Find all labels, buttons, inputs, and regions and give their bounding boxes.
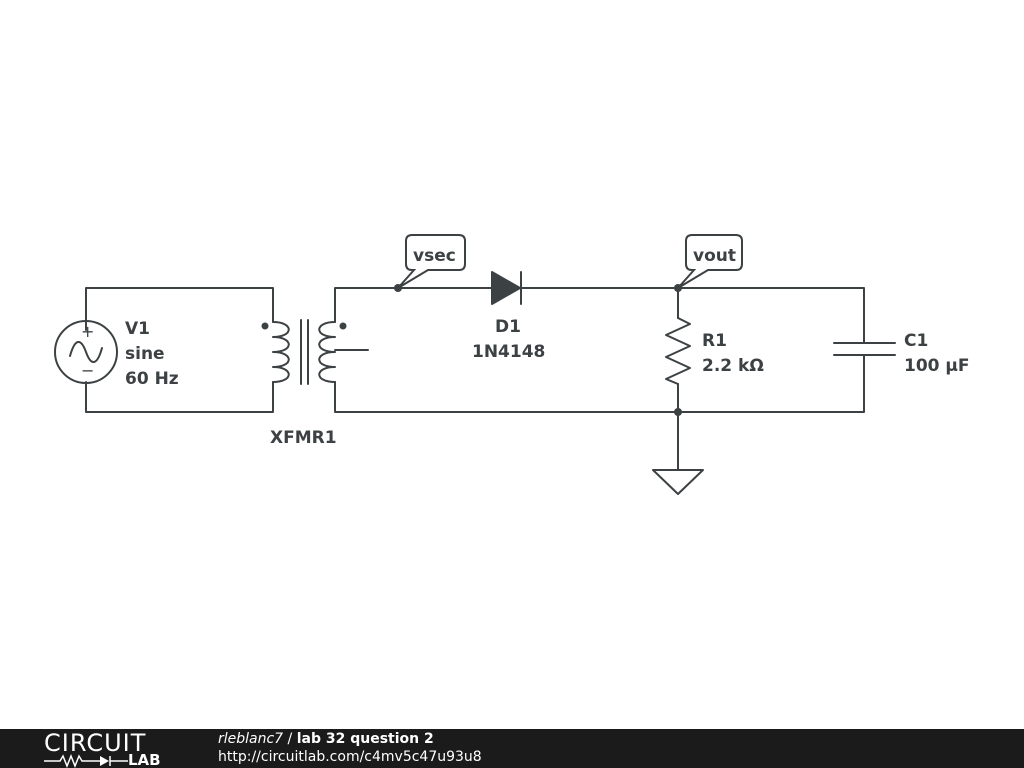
vout-flag-label: vout — [693, 246, 736, 266]
ground-icon — [652, 469, 704, 495]
secondary-polarity-dot — [339, 322, 347, 330]
source-plus-sign: + — [81, 322, 94, 341]
secondary-coil-icon — [318, 321, 336, 383]
wires — [85, 287, 865, 471]
wire-secondary-top[interactable] — [334, 287, 493, 323]
resistor-r1[interactable]: R1 2.2 kΩ — [665, 317, 764, 385]
v1-ref-label: V1 — [125, 319, 150, 339]
ground-symbol[interactable] — [652, 469, 704, 495]
c1-ref-label: C1 — [904, 331, 928, 351]
resistor-zigzag-icon — [665, 317, 691, 385]
transformer-xfmr1[interactable]: XFMR1 — [261, 319, 347, 448]
footer-bar: CIRCUIT LAB rleblanc7 / lab 32 question … — [0, 729, 1024, 768]
vsec-flag-label: vsec — [413, 246, 456, 266]
d1-ref-label: D1 — [495, 317, 521, 337]
footer-circuit-info: rleblanc7 / lab 32 question 2 — [218, 731, 434, 748]
v1-type-label: sine — [125, 344, 165, 364]
footer-separator: / — [283, 731, 297, 747]
vout-flag-box — [677, 234, 743, 289]
logo-resistor-diode-icon — [44, 754, 128, 768]
logo-lab-text: LAB — [128, 751, 161, 768]
c1-value-label: 100 µF — [904, 356, 970, 376]
source-minus-sign: − — [81, 361, 94, 380]
wire-primary-top[interactable] — [85, 287, 274, 331]
wire-output-top[interactable] — [520, 287, 865, 344]
wire-primary-bottom[interactable] — [85, 381, 274, 413]
wire-return-bottom[interactable] — [334, 354, 865, 413]
footer-circuit-title[interactable]: lab 32 question 2 — [296, 731, 434, 747]
vsec-flag-box — [397, 234, 466, 289]
net-flag-vout[interactable]: vout — [677, 234, 743, 289]
footer-circuit-url[interactable]: http://circuitlab.com/c4mv5c47u93u8 — [218, 749, 482, 765]
diode-d1[interactable]: D1 1N4148 — [472, 271, 545, 362]
net-flag-vsec[interactable]: vsec — [397, 234, 466, 289]
capacitor-c1[interactable]: C1 100 µF — [833, 331, 970, 376]
circuit-schematic[interactable]: + − V1 sine 60 Hz XFMR1 D1 1N4148 — [0, 0, 1024, 729]
sine-wave-icon — [69, 341, 103, 363]
circuitlab-logo[interactable]: CIRCUIT LAB — [44, 730, 174, 768]
v1-frequency-label: 60 Hz — [125, 369, 179, 389]
r1-value-label: 2.2 kΩ — [702, 356, 764, 376]
junction-ground[interactable] — [674, 408, 682, 416]
footer-username[interactable]: rleblanc7 — [218, 731, 284, 747]
r1-ref-label: R1 — [702, 331, 727, 351]
voltage-source-v1[interactable]: + − V1 sine 60 Hz — [54, 319, 179, 389]
diode-triangle-icon — [491, 271, 521, 305]
logo-circuit-text: CIRCUIT — [44, 729, 147, 757]
primary-coil-icon — [272, 321, 290, 383]
primary-polarity-dot — [261, 322, 269, 330]
d1-value-label: 1N4148 — [472, 342, 545, 362]
source-circle-icon — [54, 320, 118, 384]
xfmr1-ref-label: XFMR1 — [270, 428, 337, 448]
